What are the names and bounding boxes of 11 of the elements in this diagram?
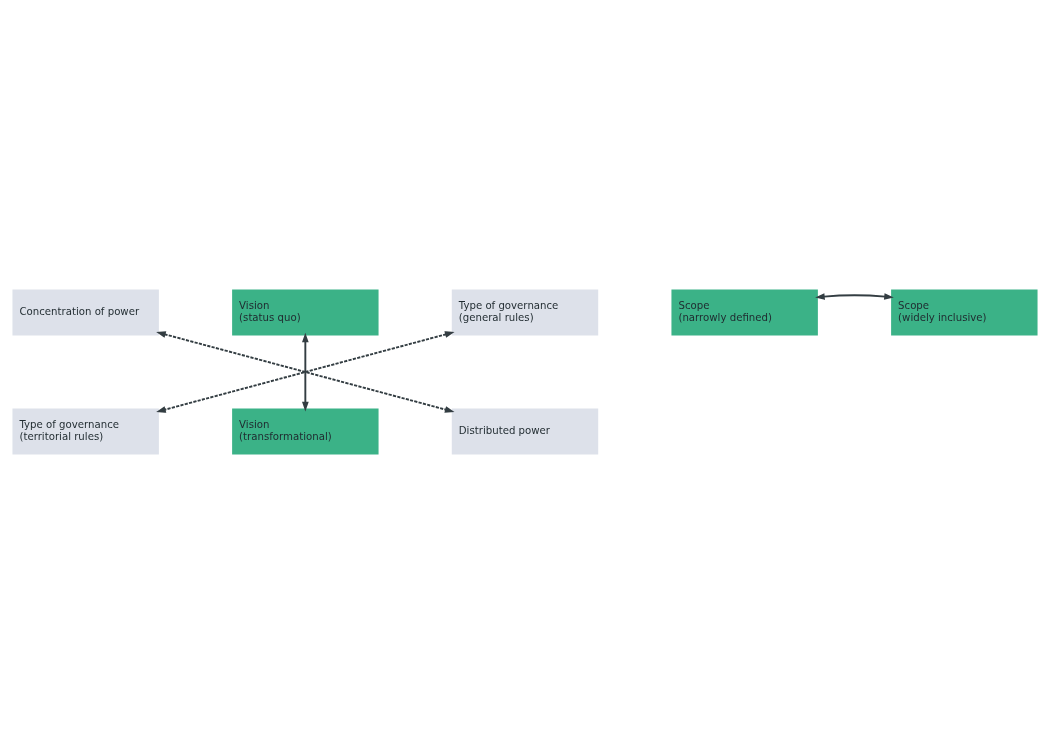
arrow xyxy=(815,293,894,300)
node-box: Scope (narrowly defined) xyxy=(671,289,818,336)
node-box: Type of governance (territorial rules) xyxy=(12,408,159,455)
arrow xyxy=(156,331,455,413)
node-box: Concentration of power xyxy=(12,289,159,336)
node-box: Distributed power xyxy=(451,408,599,455)
node-box: Scope (widely inclusive) xyxy=(891,289,1038,336)
arrow xyxy=(302,332,309,412)
node-box: Vision (status quo) xyxy=(232,289,379,336)
node-box: Vision (transformational) xyxy=(232,408,379,455)
node-box: Type of governance (general rules) xyxy=(451,289,599,336)
